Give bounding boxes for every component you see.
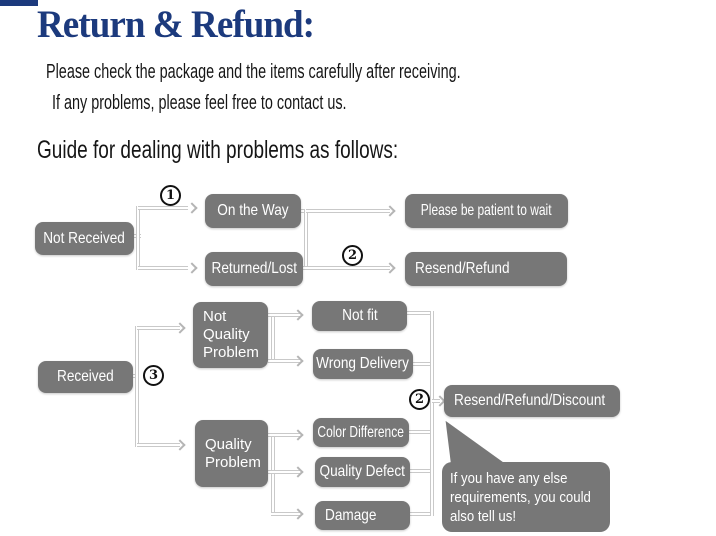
node-please-be-patient: Please be patient to wait bbox=[405, 194, 568, 228]
connector-to-not-fit bbox=[268, 313, 300, 317]
connector-upper-merge bbox=[304, 209, 308, 269]
node-color-difference: Color Difference bbox=[313, 418, 409, 447]
bubble-tail bbox=[445, 420, 503, 466]
flow-arrow-icon bbox=[384, 205, 396, 217]
guide-heading: Guide for dealing with problems as follo… bbox=[37, 136, 399, 164]
intro-line-1: Please check the package and the items c… bbox=[46, 61, 461, 83]
connector-to-resend-refund bbox=[303, 266, 390, 270]
note-bubble: If you have any else requirements, you c… bbox=[442, 462, 610, 532]
flow-arrow-icon bbox=[174, 322, 186, 334]
node-resend-refund-discount: Resend/Refund/Discount bbox=[444, 385, 620, 417]
node-wrong-delivery: Wrong Delivery bbox=[313, 349, 413, 379]
connector-to-on-the-way bbox=[138, 206, 188, 210]
flow-arrow-icon bbox=[292, 466, 304, 478]
node-received: Received bbox=[38, 361, 133, 393]
node-resend-refund: Resend/Refund bbox=[405, 252, 567, 286]
flow-arrow-icon bbox=[174, 439, 186, 451]
connector-to-please-wait bbox=[306, 209, 390, 213]
connector-nqp-branch bbox=[271, 313, 275, 362]
node-not-received: Not Received bbox=[35, 222, 134, 255]
node-quality-problem: Quality Problem bbox=[195, 420, 268, 487]
connector-received-branch bbox=[135, 326, 139, 447]
flow-arrow-icon bbox=[292, 355, 304, 367]
connector-not-fit-out bbox=[407, 311, 433, 315]
node-on-the-way: On the Way bbox=[205, 194, 301, 228]
connector-to-color-difference bbox=[268, 433, 300, 437]
page-title: Return & Refund: bbox=[37, 3, 315, 46]
flow-arrow-icon bbox=[384, 262, 396, 274]
connector-damage-out bbox=[410, 512, 433, 516]
connector-not-received-branch bbox=[136, 206, 140, 270]
top-left-crop-mark bbox=[0, 0, 38, 6]
connector-color-difference-out bbox=[409, 430, 433, 434]
node-not-fit: Not fit bbox=[312, 301, 407, 331]
note-bubble-line: also tell us! bbox=[450, 508, 517, 525]
connector-to-damage bbox=[271, 512, 300, 516]
step-badge-1: 1 bbox=[160, 185, 181, 206]
node-damage: Damage bbox=[315, 501, 410, 530]
connector-qp-branch bbox=[271, 433, 275, 516]
node-not-quality-problem: Not Quality Problem bbox=[193, 302, 268, 368]
node-quality-defect: Quality Defect bbox=[315, 457, 410, 487]
connector-to-returned-lost bbox=[138, 266, 188, 270]
connector-to-quality-defect bbox=[268, 470, 300, 474]
connector-to-resend-discount bbox=[432, 399, 440, 403]
flow-arrow-icon bbox=[186, 202, 198, 214]
flow-arrow-icon bbox=[292, 508, 304, 520]
flow-arrow-icon bbox=[186, 262, 198, 274]
flow-arrow-icon bbox=[292, 309, 304, 321]
connector-to-wrong-delivery bbox=[268, 359, 300, 363]
connector-to-quality-problem bbox=[137, 443, 180, 447]
note-bubble-line: If you have any else bbox=[450, 470, 568, 487]
connector-to-not-quality-problem bbox=[137, 326, 180, 330]
note-bubble-line: requirements, you could bbox=[450, 489, 591, 506]
connector-collector bbox=[430, 311, 434, 516]
node-returned-lost: Returned/Lost bbox=[205, 252, 303, 286]
intro-line-2: If any problems, please feel free to con… bbox=[52, 92, 347, 114]
flow-arrow-icon bbox=[292, 429, 304, 441]
connector-quality-defect-out bbox=[410, 469, 433, 473]
step-badge-3: 3 bbox=[143, 365, 164, 386]
step-badge-2-lower: 2 bbox=[409, 389, 430, 410]
connector-wrong-delivery-out bbox=[413, 362, 433, 366]
step-badge-2-upper: 2 bbox=[342, 245, 363, 266]
